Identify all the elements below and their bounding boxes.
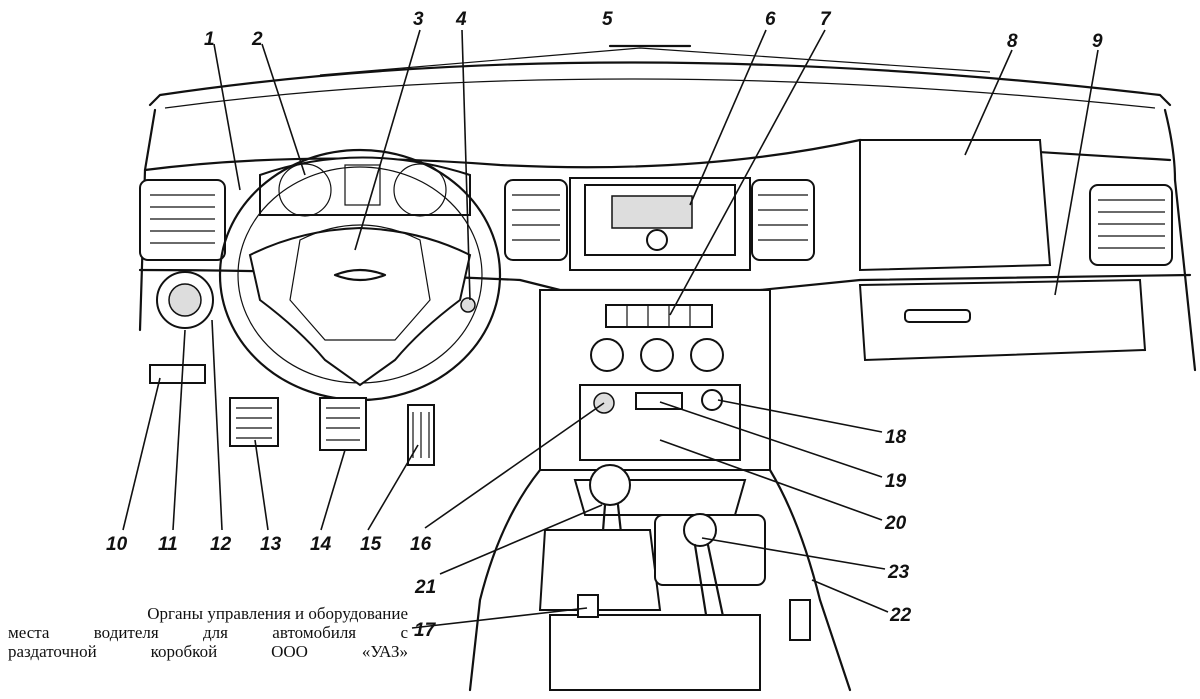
callout-8: 8: [1007, 31, 1018, 52]
callout-21: 21: [415, 577, 437, 598]
parking-brake-button: [577, 594, 599, 618]
callout-18: 18: [885, 427, 907, 448]
callout-5: 5: [602, 9, 613, 30]
windshield-edge: [148, 61, 1172, 107]
callout-1: 1: [204, 29, 215, 50]
clutch-pedal: [229, 397, 279, 447]
callout-13: 13: [260, 534, 282, 555]
caption-line-2: места водителя для автомобиля с: [8, 623, 408, 642]
callout-10: 10: [106, 534, 128, 555]
center-right-vent: [751, 179, 815, 261]
caption-line-1: Органы управления и оборудование: [147, 604, 408, 623]
dash-right-edge: [1163, 108, 1197, 372]
callout-17: 17: [414, 620, 436, 641]
callout-9: 9: [1092, 31, 1103, 52]
callout-14: 14: [310, 534, 332, 555]
transfer-case-knob: [683, 513, 717, 547]
steering-wheel-hub: [248, 226, 472, 387]
glovebox-upper: [859, 139, 1052, 272]
leader-lines: [122, 29, 1099, 629]
seat-belt-buckle: [789, 599, 811, 641]
callout-19: 19: [885, 471, 907, 492]
callout-2: 2: [252, 29, 263, 50]
callout-4: 4: [456, 9, 467, 30]
callout-16: 16: [410, 534, 432, 555]
glovebox-handle: [904, 309, 971, 323]
fuse-box-cover: [149, 364, 206, 384]
center-left-vent: [504, 179, 568, 261]
tunnel-left: [468, 468, 542, 692]
brake-pedal: [319, 397, 367, 451]
callout-12: 12: [210, 534, 232, 555]
callout-11: 11: [158, 534, 178, 555]
callout-23: 23: [888, 562, 910, 583]
callout-15: 15: [360, 534, 382, 555]
tunnel-right: [768, 468, 852, 692]
brand-emblem: [333, 268, 387, 282]
climate-knob-center: [640, 338, 674, 372]
armrest: [549, 614, 761, 691]
callout-3: 3: [413, 9, 424, 30]
climate-knob-right: [690, 338, 724, 372]
callout-20: 20: [885, 513, 907, 534]
ignition-switch: [460, 297, 476, 313]
climate-knob-left: [590, 338, 624, 372]
figure-caption: Органы управления и оборудование места в…: [8, 604, 408, 661]
callout-6: 6: [765, 9, 776, 30]
callout-7: 7: [820, 9, 831, 30]
glovebox: [858, 278, 1147, 362]
right-air-vent: [1089, 184, 1173, 266]
gear-boot-base: [538, 529, 662, 611]
gear-lever-knob: [589, 464, 631, 506]
switch-panel: [605, 304, 713, 328]
left-air-vent: [139, 179, 226, 261]
callout-22: 22: [890, 605, 912, 626]
caption-line-3: раздаточной коробкой ООО «УАЗ»: [8, 642, 408, 661]
